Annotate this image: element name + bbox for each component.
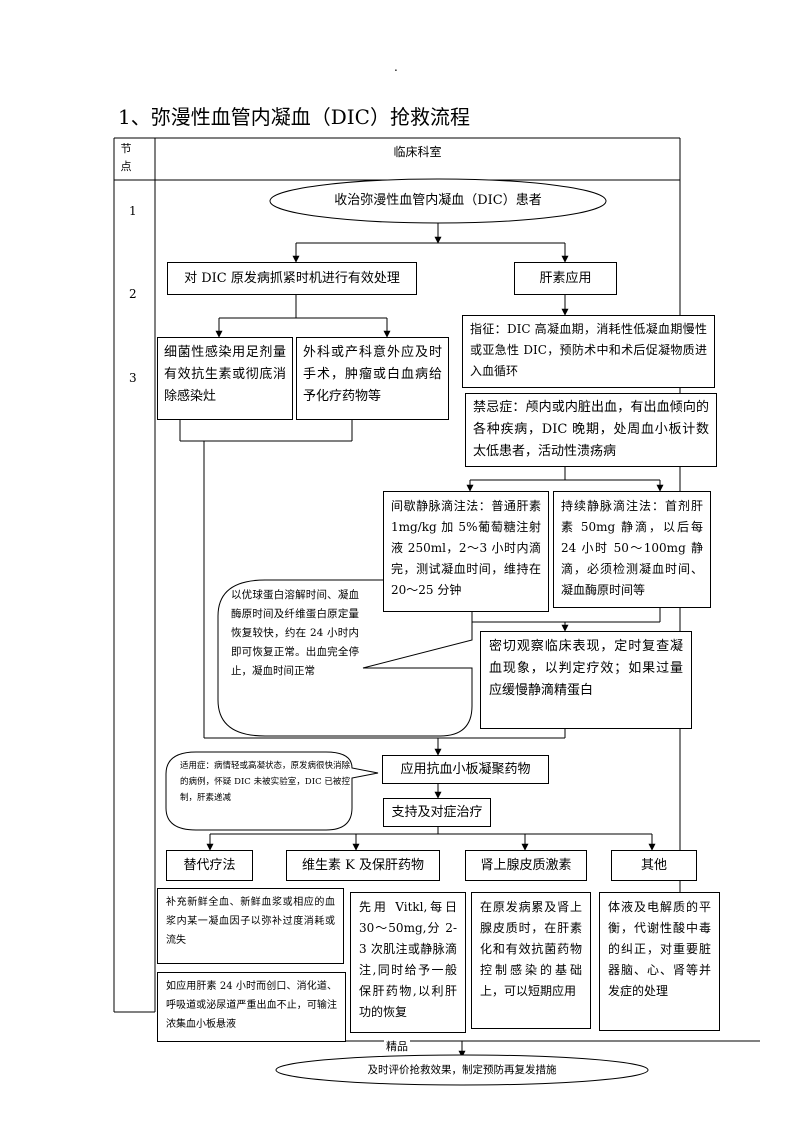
- node-start: 收治弥漫性血管内凝血（DIC）患者: [334, 193, 542, 208]
- callout-1-text: 以优球蛋白溶解时间、凝血酶原时间及纤维蛋白原定量恢复较快，约在 24 小时内即可…: [231, 589, 359, 677]
- node-observe: 密切观察临床表现，定时复查凝血现象，以判定疗效；如果过量应缓慢静滴精蛋白: [480, 631, 692, 729]
- node-replacement: 替代疗法: [166, 850, 253, 881]
- step-1: 1: [129, 204, 137, 218]
- node-vitk-desc: 先用 Vitkl,每日 30～50mg,分 2-3 次肌注或静脉滴注,同时给予一…: [350, 892, 466, 1033]
- node-intermittent: 间歇静脉滴注法：普通肝素 1mg/kg 加 5%葡萄糖注射液 250ml，2～3…: [383, 491, 549, 612]
- node-replacement-desc-2: 如应用肝素 24 小时而创口、消化道、呼吸道或泌尿道严重出血不止，可输注浓集血小…: [157, 972, 346, 1042]
- node-other-desc: 体液及电解质的平衡，代谢性酸中毒的纠正，对重要脏器脑、心、肾等并发症的处理: [599, 892, 720, 1031]
- callout-2-text: 适用症：病情轻或高凝状态，原发病很快消除的病例，怀疑 DIC 未被实验室，DIC…: [180, 761, 351, 803]
- node-antiplatelet: 应用抗血小板凝聚药物: [382, 755, 549, 784]
- node-other: 其他: [611, 850, 697, 881]
- node-replacement-desc-1: 补充新鲜全血、新鲜血浆或相应的血浆内某一凝血因子以弥补过度消耗或流失: [157, 888, 344, 964]
- node-steroid: 肾上腺皮质激素: [465, 850, 587, 881]
- start-oval: [269, 178, 607, 224]
- callout-2-shape: [165, 751, 379, 831]
- node-vitk: 维生素 K 及保肝药物: [286, 850, 440, 881]
- table-header-dept: 临床科室: [393, 145, 442, 159]
- table-header-node: 节 点: [120, 142, 132, 173]
- step-2: 2: [129, 287, 137, 301]
- page-title: 1、弥漫性血管内凝血（DIC）抢救流程: [118, 105, 470, 129]
- node-contraindication: 禁忌症：颅内或内脏出血，有出血倾向的各种疾病，DIC 晚期，处周血小板计数太低患…: [465, 393, 717, 467]
- node-heparin: 肝素应用: [514, 262, 617, 295]
- end-oval: [275, 1054, 649, 1086]
- step-3: 3: [129, 371, 137, 385]
- node-steroid-desc: 在原发病累及肾上腺皮质时，在肝素化和有效抗菌药物控制感染的基础上，可以短期应用: [471, 892, 591, 1029]
- node-end: 及时评价抢救效果，制定预防再复发措施: [367, 1064, 557, 1076]
- node-supportive: 支持及对症治疗: [383, 798, 491, 827]
- node-indication: 指征：DIC 高凝血期，消耗性低凝血期慢性或亚急性 DIC，预防术中和术后促凝物…: [462, 315, 715, 388]
- node-primary: 对 DIC 原发病抓紧时机进行有效处理: [167, 262, 417, 295]
- node-continuous: 持续静脉滴注法：首剂肝素 50mg 静滴，以后每 24 小时 50～100mg …: [553, 491, 711, 608]
- header-mark: .: [394, 60, 398, 74]
- footer-mark: 精品: [384, 1038, 410, 1054]
- node-surgery: 外科或产科意外应及时手术，肿瘤或白血病给予化疗药物等: [296, 337, 449, 420]
- node-infection: 细菌性感染用足剂量有效抗生素或彻底消除感染灶: [157, 337, 293, 420]
